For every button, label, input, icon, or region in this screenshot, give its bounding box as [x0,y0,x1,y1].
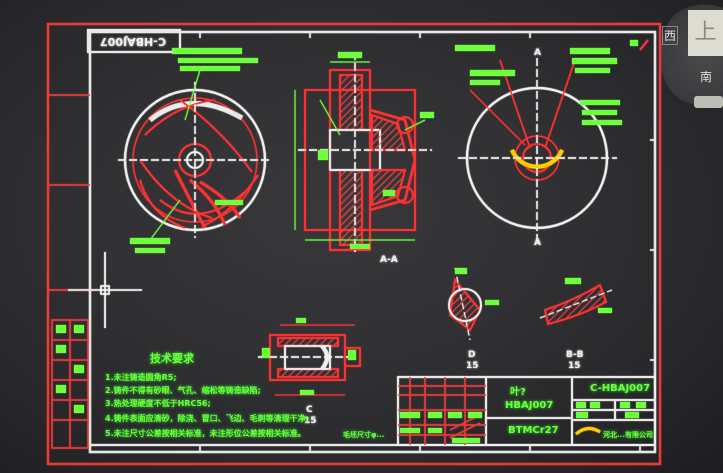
section-label-a-top: A [534,48,541,58]
side-view-callouts [455,40,638,125]
label-bb-scale: 15 [568,361,581,371]
label-d: D [468,350,476,360]
company-logo [575,427,601,436]
viewcube-west[interactable]: 西 [662,26,679,45]
left-margin-grid [48,94,90,449]
part-code: HBAJ007 [505,400,554,411]
zone-ticks [199,32,655,452]
sheet-inner-frame [88,30,657,454]
label-d-scale: 15 [466,361,479,371]
viewcube-top-face[interactable]: 上 [688,10,723,56]
label-c: C [306,405,313,415]
sheet-outer-border [46,22,662,466]
drawing-number: C-HBAJ007 [590,383,651,394]
section-a-a-dimensions [294,61,426,241]
section-label-a-bottom: A [534,238,541,248]
tech-req-item: 1.未注铸造圆角R5; [105,373,177,382]
viewcube-south[interactable]: 南 [700,70,713,84]
company-name: 河北...有限公司 [603,431,653,439]
crosshair-cursor [68,252,142,328]
tech-req-item: 5.未注尺寸公差按相关标准，未注形位公差按相关标准。 [105,429,306,438]
part-name: 叶? [510,387,526,398]
label-bb: B-B [566,350,584,360]
material: BTMCr27 [508,425,559,436]
tech-req-item: 4.铸件表面应清砂，除浇、冒口、飞边、毛刺等清理干净; [105,414,309,423]
impeller-side-view [458,58,617,242]
blank-size-note: 毛坯尺寸φ... [343,431,385,439]
section-b-b [539,283,613,326]
section-label-aa: A-A [380,255,398,265]
title-block-frame [397,376,656,446]
title-box-rotated [87,29,181,53]
impeller-front-view [118,82,272,238]
tech-req-item: 2.铸件不得有砂眼、气孔、缩松等铸造缺陷; [105,386,261,395]
section-a-a [298,52,432,252]
tech-req-heading: 技术要求 [150,352,194,365]
detail-d [448,267,482,341]
label-c-scale: 15 [304,416,317,426]
front-view-callouts [130,48,258,253]
title-box-text: C-HBAJ007 [100,35,167,48]
detail-c [258,324,361,396]
tech-req-item: 3.热处理硬度不低于HRC56; [105,399,211,408]
navigation-bar-button[interactable] [694,96,723,108]
